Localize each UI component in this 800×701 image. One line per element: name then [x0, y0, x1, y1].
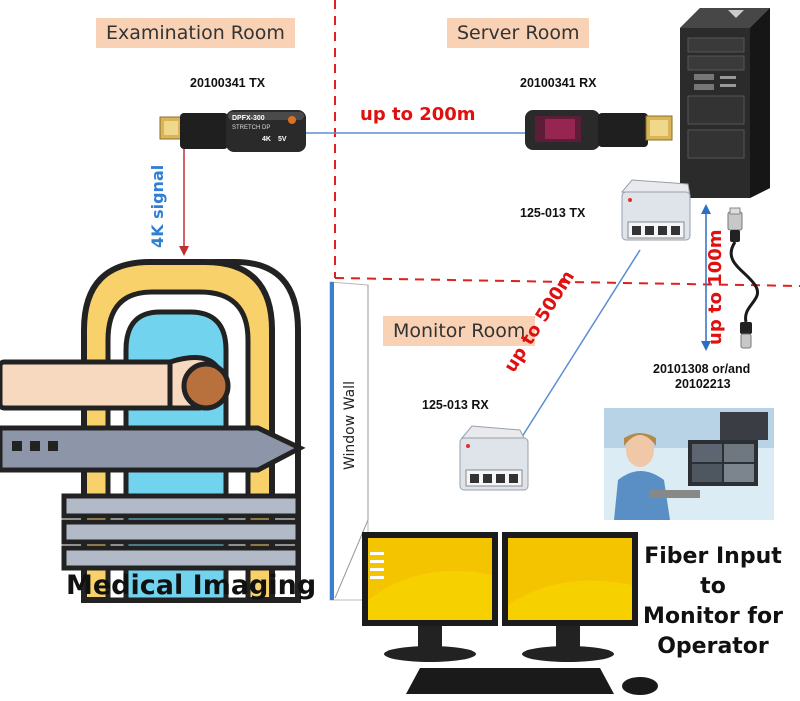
part-label-usb-cable-2: 20102213: [675, 377, 731, 391]
part-label-fiber-tx: 125-013 TX: [520, 206, 586, 220]
part-label-fiber-rx: 125-013 RX: [422, 398, 489, 412]
dual-monitors: [362, 532, 658, 695]
dongle-model-text: STRETCH DP: [232, 125, 271, 131]
distance-hdmi-link: up to 200m: [360, 104, 476, 125]
fiber-link-line: [519, 249, 641, 441]
usb-arrow-bottom: [701, 341, 711, 351]
signal-label: 4K signal: [148, 164, 167, 248]
operator-caption-line3: Operator: [657, 634, 769, 659]
signal-arrow-head: [179, 246, 189, 256]
room-divider-horizontal: [334, 277, 800, 287]
room-label-examination: Examination Room: [96, 18, 295, 48]
operator-caption: Fiber Input to Monitor for Operator: [628, 542, 798, 662]
fiber-tx-box: [620, 179, 691, 241]
operator-caption-line2: Monitor for: [643, 604, 783, 629]
window-wall-label: Window Wall: [342, 381, 358, 470]
usb-cable: [727, 207, 759, 349]
room-label-server: Server Room: [447, 18, 590, 48]
hdmi-rx-dongle: [525, 110, 673, 150]
fiber-rx-box: [459, 425, 529, 491]
hdmi-tx-dongle: [159, 110, 306, 152]
operator-photo: [604, 408, 774, 520]
room-label-monitor: Monitor Room: [383, 316, 536, 346]
part-label-hdmi-tx: 20100341 TX: [190, 76, 266, 90]
dongle-brand-text: DPFX-300: [232, 115, 265, 122]
scanner-illustration: [0, 259, 306, 603]
operator-caption-line1: Fiber Input to: [644, 544, 782, 599]
medical-imaging-label: Medical Imaging: [66, 570, 317, 601]
server-tower: [680, 8, 770, 198]
distance-usb-link: up to 100m: [705, 229, 726, 345]
dongle-volt-text: 5V: [278, 136, 287, 143]
usb-arrow-top: [701, 204, 711, 214]
dongle-res-text: 4K: [262, 136, 271, 143]
part-label-hdmi-rx: 20100341 RX: [520, 76, 597, 90]
part-label-usb-cable-1: 20101308 or/and: [653, 362, 751, 376]
